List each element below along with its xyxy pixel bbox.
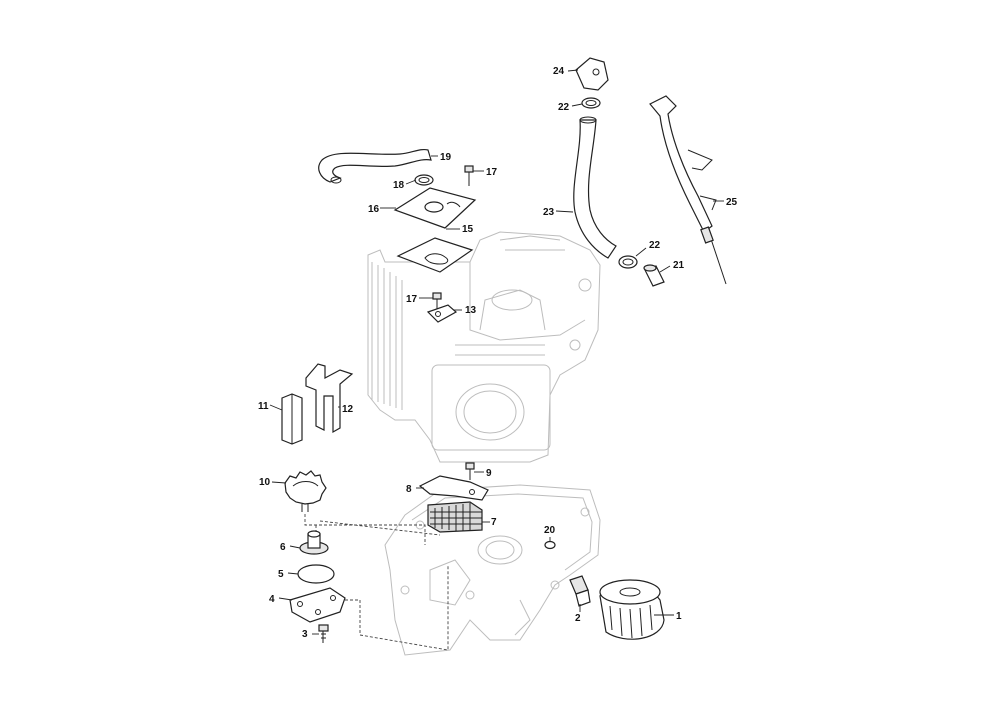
part-1-oil-filter	[599, 579, 665, 640]
part-16-breather-cover	[393, 187, 477, 229]
part-8-baffle-plate	[418, 475, 489, 501]
part-12-bracket	[305, 363, 354, 434]
part-10-governor-gear	[284, 470, 327, 512]
callout-22-top: 22	[558, 102, 570, 113]
callout-5: 5	[278, 569, 284, 580]
leader-lines	[269, 69, 724, 635]
callout-15: 15	[462, 224, 474, 235]
engine-block-ghost	[367, 231, 601, 463]
part-24-tube-bracket	[575, 57, 609, 91]
callout-19: 19	[440, 152, 452, 163]
part-20-small-o-ring	[544, 540, 556, 550]
part-22-clamp-bottom	[618, 255, 638, 269]
part-22-clamp-top	[581, 97, 601, 109]
part-15-gasket	[396, 237, 474, 273]
callout-17-upper: 17	[486, 167, 498, 178]
callout-17-lower: 17	[406, 294, 418, 305]
callout-21: 21	[673, 260, 685, 271]
part-7-oil-screen	[427, 501, 483, 533]
callout-4: 4	[269, 594, 275, 605]
callout-2: 2	[575, 613, 581, 624]
callout-6: 6	[280, 542, 286, 553]
part-2-filter-nipple	[569, 575, 591, 607]
callout-22-bottom: 22	[649, 240, 661, 251]
part-18-hose-clamp	[414, 174, 434, 186]
part-23-hose	[573, 116, 617, 259]
callout-23: 23	[543, 207, 555, 218]
part-17-screw-lower	[432, 292, 442, 310]
part-11-block	[281, 393, 303, 445]
oil-sump-ghost	[384, 484, 601, 656]
part-6-governor-shaft	[299, 530, 329, 555]
callout-20: 20	[544, 525, 556, 536]
callout-3: 3	[302, 629, 308, 640]
callout-25: 25	[726, 197, 738, 208]
assembly-guide-line-a	[304, 514, 441, 545]
callout-13: 13	[465, 305, 477, 316]
part-21-fitting	[643, 264, 665, 287]
callout-8: 8	[406, 484, 412, 495]
callout-16: 16	[368, 204, 380, 215]
callout-10: 10	[259, 477, 271, 488]
part-4-cover-plate	[289, 587, 346, 623]
callout-1: 1	[676, 611, 682, 622]
part-13-bracket	[426, 304, 458, 323]
part-5-o-ring	[297, 564, 335, 584]
callout-labels: 1 2 3 4 5 6 7 8 9 10 11 12 13 15 16 17 1…	[258, 66, 738, 640]
callout-9: 9	[486, 468, 492, 479]
part-25-dipstick-tube	[649, 95, 727, 285]
callout-24: 24	[553, 66, 565, 77]
part-19-breather-hose	[318, 148, 432, 184]
callout-18: 18	[393, 180, 405, 191]
callout-7: 7	[491, 517, 497, 528]
part-9-screw	[465, 462, 475, 480]
assembly-guide-line-b	[315, 525, 449, 651]
callout-11: 11	[258, 401, 269, 412]
part-17-screw-upper	[464, 165, 474, 186]
part-3-screw	[318, 624, 329, 643]
callout-12: 12	[342, 404, 354, 415]
